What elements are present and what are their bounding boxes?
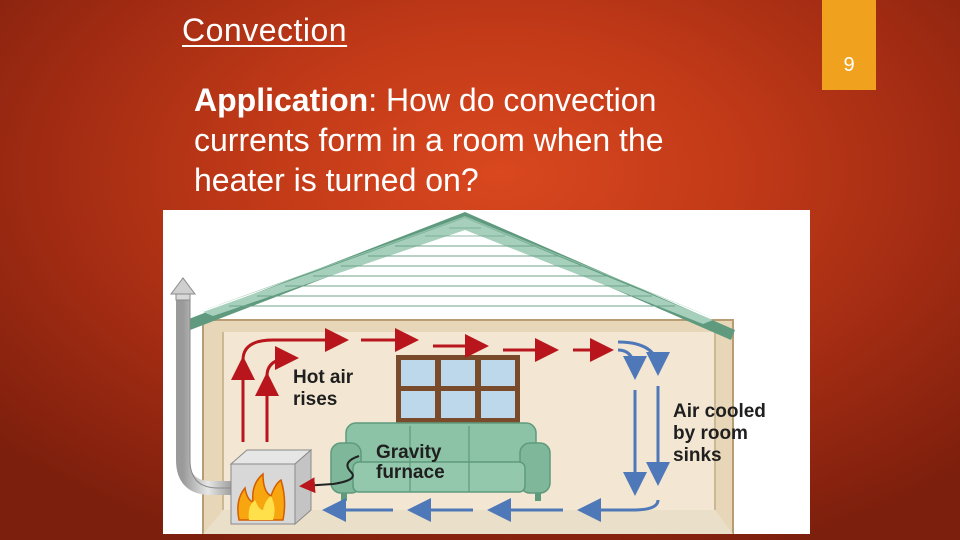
convection-diagram: Hot air rises Gravity furnace Air cooled… xyxy=(163,210,810,534)
page-number-tab: 9 xyxy=(822,0,876,90)
application-label: Application xyxy=(194,82,369,118)
label-cooled-line2: by room xyxy=(673,423,748,444)
roof xyxy=(181,212,735,340)
application-question: : How do convection currents form in a r… xyxy=(194,82,664,198)
slide-title: Convection xyxy=(182,12,348,48)
page-number: 9 xyxy=(843,54,855,76)
cool-air-arrows xyxy=(322,340,670,522)
chimney-pipe xyxy=(170,277,240,495)
question-text: Application: How do convection currents … xyxy=(194,80,754,200)
label-cooled-line1: Air cooled xyxy=(673,401,766,422)
window xyxy=(396,355,520,423)
hot-air-arrows xyxy=(231,328,614,442)
label-cooled-line3: sinks xyxy=(673,445,722,466)
label-furnace-line1: Gravity xyxy=(376,442,442,463)
label-hot-air-line2: rises xyxy=(293,389,337,410)
gravity-furnace xyxy=(229,448,313,526)
label-furnace-line2: furnace xyxy=(376,462,445,483)
furnace-pointer xyxy=(299,455,360,494)
label-hot-air-line1: Hot air xyxy=(293,367,354,388)
sofa xyxy=(330,422,551,501)
